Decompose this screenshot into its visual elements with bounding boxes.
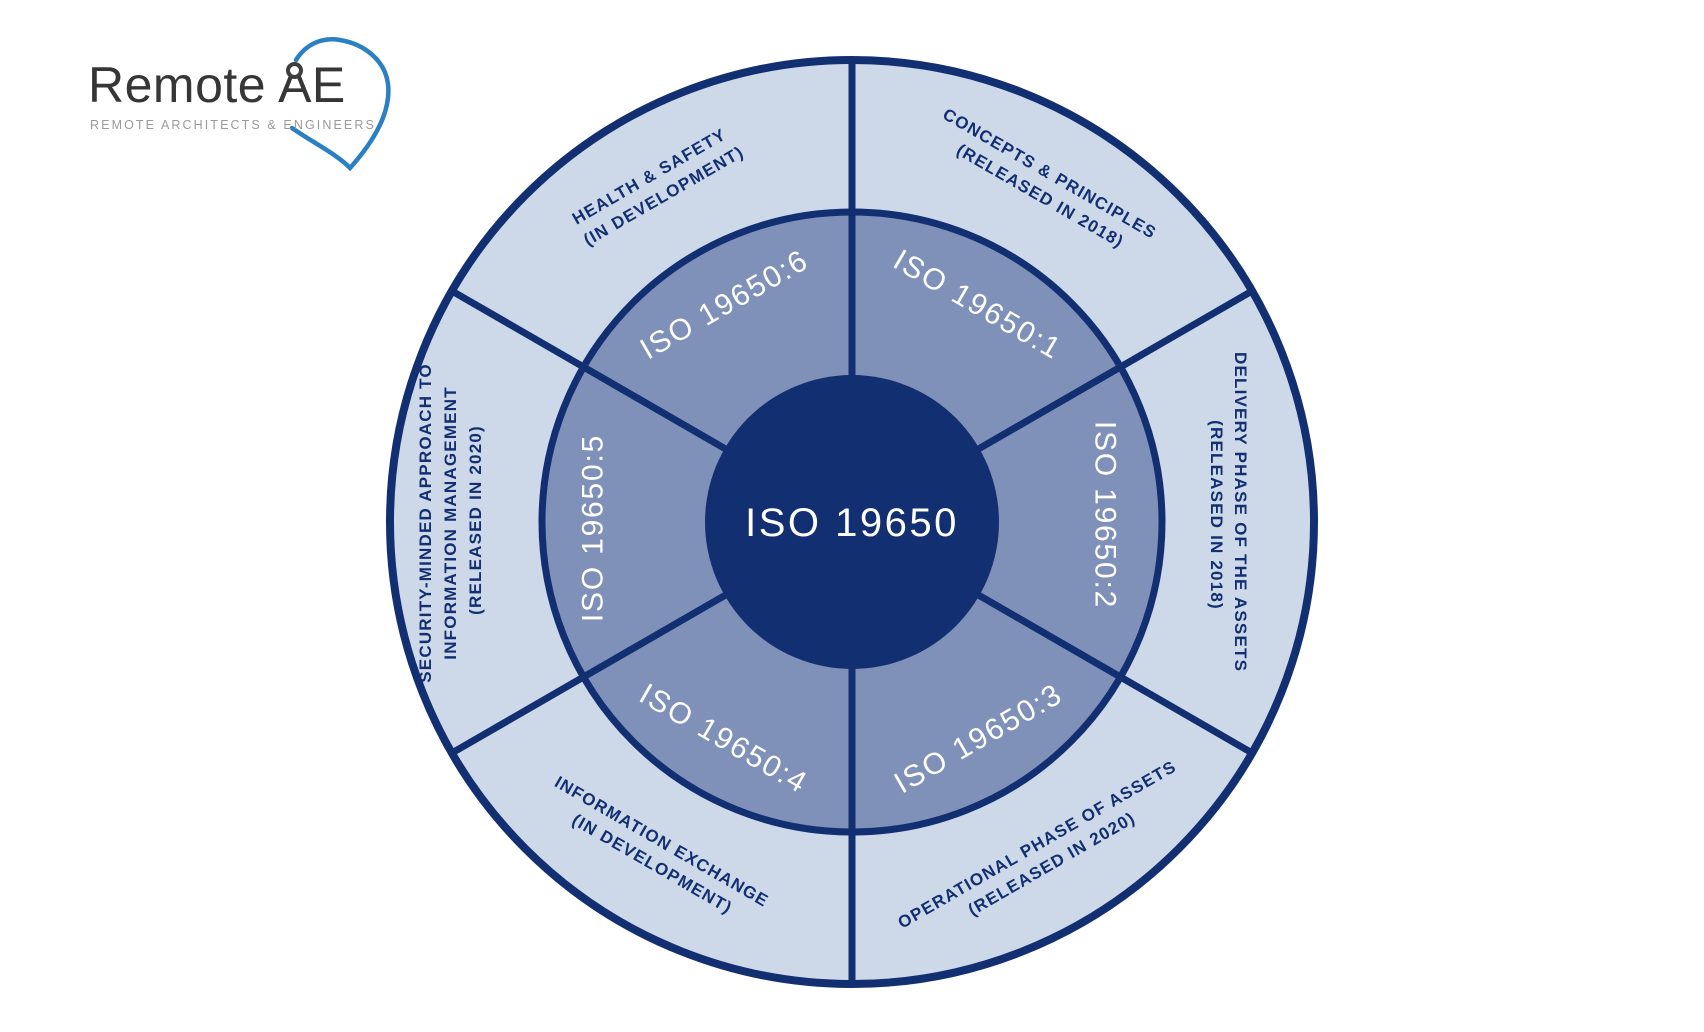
ring-label-iso-19650-2: ISO 19650:2 [1089,421,1122,609]
segment-divider [452,588,733,755]
center-label: ISO 19650 [745,501,959,545]
logo-tagline: REMOTE ARCHITECTS & ENGINEERS [90,118,376,132]
ring-label-iso-19650-5: ISO 19650:5 [577,434,610,622]
segment-dividers [452,63,1252,981]
outer-ring-border [386,56,1318,988]
segment-divider [971,289,1252,456]
compass-ring-icon [286,62,303,79]
center-circle [705,375,999,669]
middle-ring-border [538,208,1166,836]
outer-label-security-minded: SECURITY-MINDED APPROACH TO INFORMATION … [416,357,485,682]
logo-brand-remote: Remote [88,57,267,113]
location-pin-icon [289,37,391,172]
segment-divider [452,289,733,456]
segment-divider [971,588,1252,755]
outer-label-delivery-phase: DELIVERY PHASE OF THE ASSETS (RELEASED I… [1207,352,1250,678]
location-pin-outline [289,37,391,172]
